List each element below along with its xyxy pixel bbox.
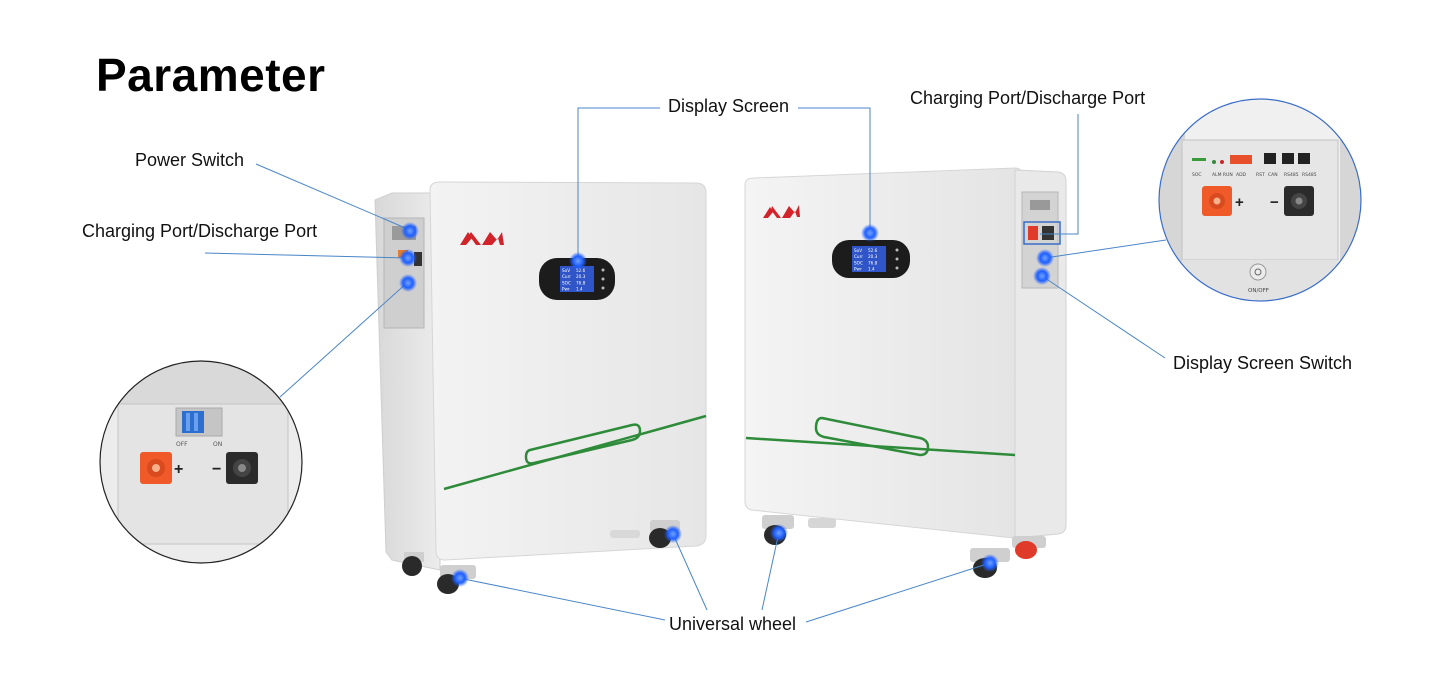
callout-charging-port-right: Charging Port/Discharge Port — [910, 88, 1146, 108]
marker-wheel-1 — [451, 569, 469, 587]
marker-display-switch — [1033, 267, 1051, 285]
leader-lines — [204, 107, 1167, 623]
port-label: RS485 — [1284, 172, 1299, 178]
lcd-value: 1.4 — [868, 267, 875, 272]
port-label: RST — [1256, 172, 1265, 178]
lcd-value: 76.8 — [576, 280, 586, 285]
lcd-label: Curr — [854, 254, 863, 259]
port-label: SOC — [1192, 172, 1202, 178]
lcd-value: 1.4 — [576, 287, 583, 292]
negative-terminal-sign-right: − — [1270, 194, 1279, 211]
callout-markers — [399, 222, 1054, 587]
switch-off-label: OFF — [176, 441, 188, 448]
positive-terminal-sign: + — [174, 461, 183, 478]
brand-logo-icon-right — [763, 205, 800, 218]
port-label: RS485 — [1302, 172, 1317, 178]
left-zoom-detail: OFF ON + − — [99, 360, 303, 564]
lcd-value: 76.8 — [868, 260, 878, 265]
marker-left-detail — [399, 274, 417, 292]
callout-display-screen-switch: Display Screen Switch — [1173, 353, 1353, 373]
lcd-label: Pwr — [562, 287, 570, 292]
port-label: ALM RUN — [1212, 172, 1233, 178]
switch-on-label: ON — [213, 441, 222, 448]
callout-charging-port-left: Charging Port/Discharge Port — [82, 221, 318, 241]
marker-charging-port-left — [399, 249, 417, 267]
lcd-label: SoV — [562, 268, 570, 273]
lcd-label: SOC — [854, 260, 863, 265]
brand-logo-icon — [460, 232, 504, 245]
marker-display-left — [569, 252, 587, 270]
lcd-label: SOC — [562, 280, 571, 285]
page-title: Parameter — [96, 49, 326, 101]
callout-display-screen: Display Screen — [668, 96, 790, 116]
lcd-value: 20.3 — [576, 274, 586, 279]
marker-wheel-3 — [770, 524, 788, 542]
marker-display-right — [861, 224, 879, 242]
lcd-value: 52.6 — [868, 248, 878, 253]
callout-universal-wheel: Universal wheel — [669, 614, 797, 634]
marker-charging-port-right — [1036, 249, 1054, 267]
port-label: ADD — [1236, 172, 1247, 178]
marker-wheel-4 — [981, 554, 999, 572]
marker-wheel-2 — [664, 525, 682, 543]
lcd-label: SoV — [854, 248, 862, 253]
lcd-value: 52.6 — [576, 268, 586, 273]
lcd-value: 20.3 — [868, 254, 878, 259]
lcd-label: Curr — [562, 274, 571, 279]
lcd-label: Pwr — [854, 267, 862, 272]
onoff-label: ON/OFF — [1248, 288, 1269, 294]
port-label: CAN — [1268, 172, 1278, 178]
negative-terminal-sign: − — [212, 461, 221, 478]
callout-power-switch: Power Switch — [135, 150, 245, 170]
marker-power-switch — [401, 222, 419, 240]
positive-terminal-sign-right: + — [1235, 194, 1244, 211]
